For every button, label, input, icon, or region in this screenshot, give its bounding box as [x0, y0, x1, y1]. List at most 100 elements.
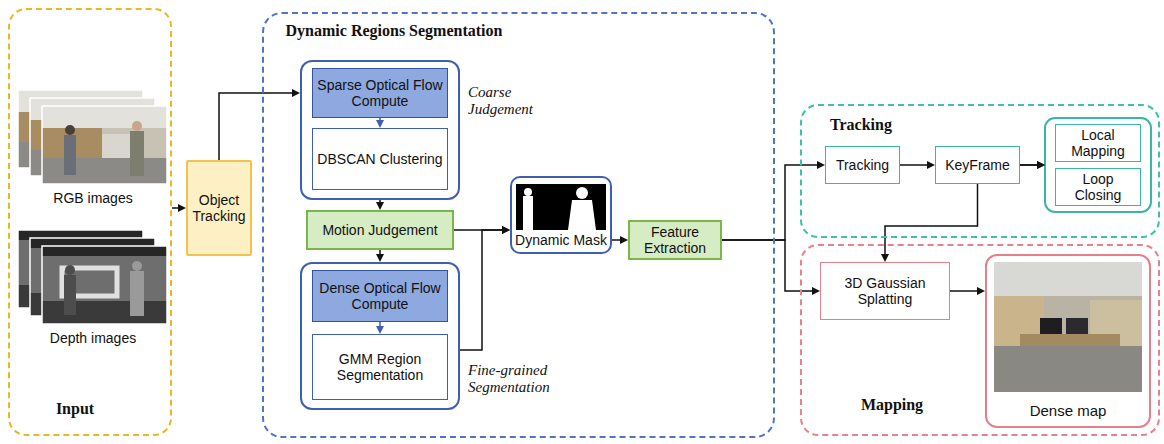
box-label: DBSCAN Clustering: [317, 151, 442, 167]
module-panel: Mapping 3D Gaussian SplattingDense map: [800, 244, 1160, 436]
group-heading: Coarse Judgement: [468, 84, 563, 119]
group-heading: Tracking: [830, 116, 930, 134]
process-box: Motion Judgement: [306, 210, 454, 250]
input-panel: Input: [8, 8, 172, 436]
flow-arrow: [612, 236, 628, 244]
flow-arrow: [376, 200, 384, 210]
flow-arrow: [722, 240, 820, 295]
illustration-part: [568, 200, 596, 230]
connector-line: [1020, 164, 1039, 166]
arrow-head: [812, 287, 820, 295]
illustration-part: [1066, 318, 1088, 334]
flow-arrow: [881, 184, 978, 262]
flow-arrow: [950, 287, 985, 295]
flow-arrow: [172, 204, 186, 212]
process-box: Object Tracking: [186, 160, 252, 256]
group-heading: Input: [20, 400, 130, 418]
illustration-part: [524, 188, 532, 196]
depth-image-stack: [18, 230, 167, 324]
illustration-part: [516, 184, 606, 230]
process-box: Sparse Optical Flow Compute: [312, 68, 448, 118]
flow-arrow: [376, 250, 384, 262]
illustration-part: [523, 196, 533, 230]
arrow-head: [1037, 161, 1045, 169]
arrow-head: [620, 236, 628, 244]
box-label: Motion Judgement: [322, 222, 437, 238]
illustration-part: [1040, 318, 1062, 334]
image-caption: Depth images: [18, 330, 168, 346]
flow-arrow: [376, 322, 384, 334]
box-label: Sparse Optical Flow Compute: [317, 77, 443, 109]
mask-output: Dynamic Mask: [510, 176, 612, 254]
process-box: 3D Gaussian Splatting: [820, 262, 950, 320]
group-heading: Mapping: [842, 396, 942, 414]
stage-group: Fine-grained SegmentationDense Optical F…: [300, 262, 460, 410]
connector-line: [219, 93, 294, 160]
arrow-head: [178, 204, 186, 212]
illustration-part: [42, 246, 167, 324]
illustration-part: [994, 262, 1142, 392]
flow-arrow: [460, 226, 510, 350]
illustration-part: [576, 187, 588, 199]
arrow-head: [376, 254, 384, 262]
module-group-frame: [1045, 118, 1151, 212]
process-box: DBSCAN Clustering: [312, 128, 448, 190]
group-heading: Dense map: [987, 402, 1149, 419]
flow-arrow: [376, 118, 384, 128]
connector-line: [460, 230, 504, 350]
connector-line: [950, 290, 979, 292]
box-label: Dense Optical Flow Compute: [317, 280, 443, 312]
process-box: Loop Closing: [1055, 168, 1141, 206]
connector-line: [1020, 164, 1039, 166]
arrow-head: [292, 89, 300, 97]
group-heading: Dynamic Mask: [512, 232, 610, 248]
arrow-head: [1037, 161, 1045, 169]
box-label: Loop Closing: [1060, 171, 1136, 203]
arrow-head: [977, 287, 985, 295]
group-heading: Dynamic Regions Segmentation: [264, 22, 524, 40]
mask-image: [516, 184, 606, 230]
module-panel: TrackingTrackingKeyFrameLocal MappingLoo…: [800, 104, 1160, 238]
arrow-head: [881, 254, 889, 262]
illustration-part: [994, 262, 1142, 296]
box-label: Object Tracking: [192, 192, 246, 224]
process-box: KeyFrame: [935, 146, 1020, 184]
box-label: GMM Region Segmentation: [317, 351, 443, 383]
group-heading: Fine-grained Segmentation: [468, 362, 563, 397]
box-label: Feature Extraction: [634, 224, 716, 256]
process-box: GMM Region Segmentation: [312, 334, 448, 400]
illustration-part: [42, 106, 167, 184]
box-label: 3D Gaussian Splatting: [825, 275, 945, 307]
process-box: Feature Extraction: [628, 220, 722, 260]
flow-arrow: [1020, 161, 1045, 169]
box-label: Local Mapping: [1060, 127, 1136, 159]
process-box: Tracking: [825, 146, 900, 184]
illustration-part: [1020, 334, 1120, 346]
arrow-head: [376, 326, 384, 334]
image-caption: RGB images: [18, 190, 168, 206]
stage-group: Coarse JudgementSparse Optical Flow Comp…: [300, 60, 460, 200]
process-box: Dense Optical Flow Compute: [312, 270, 448, 322]
illustration-part: [994, 346, 1142, 392]
connector-line: [722, 165, 819, 240]
dense-map-image: [994, 262, 1142, 392]
arrow-head: [376, 120, 384, 128]
process-box: Local Mapping: [1055, 124, 1141, 162]
flow-arrow: [219, 89, 300, 160]
connector-line: [900, 164, 929, 166]
flow-arrow: [1020, 161, 1045, 169]
arrow-head: [927, 161, 935, 169]
map-output: Dense map: [985, 254, 1151, 428]
box-label: KeyFrame: [945, 157, 1010, 173]
flow-arrow: [900, 161, 935, 169]
rgb-image-stack: [18, 90, 167, 184]
arrow-head: [817, 161, 825, 169]
box-label: Tracking: [836, 157, 889, 173]
arrow-head: [502, 226, 510, 234]
arrow-head: [376, 202, 384, 210]
arrow-head: [502, 226, 510, 234]
